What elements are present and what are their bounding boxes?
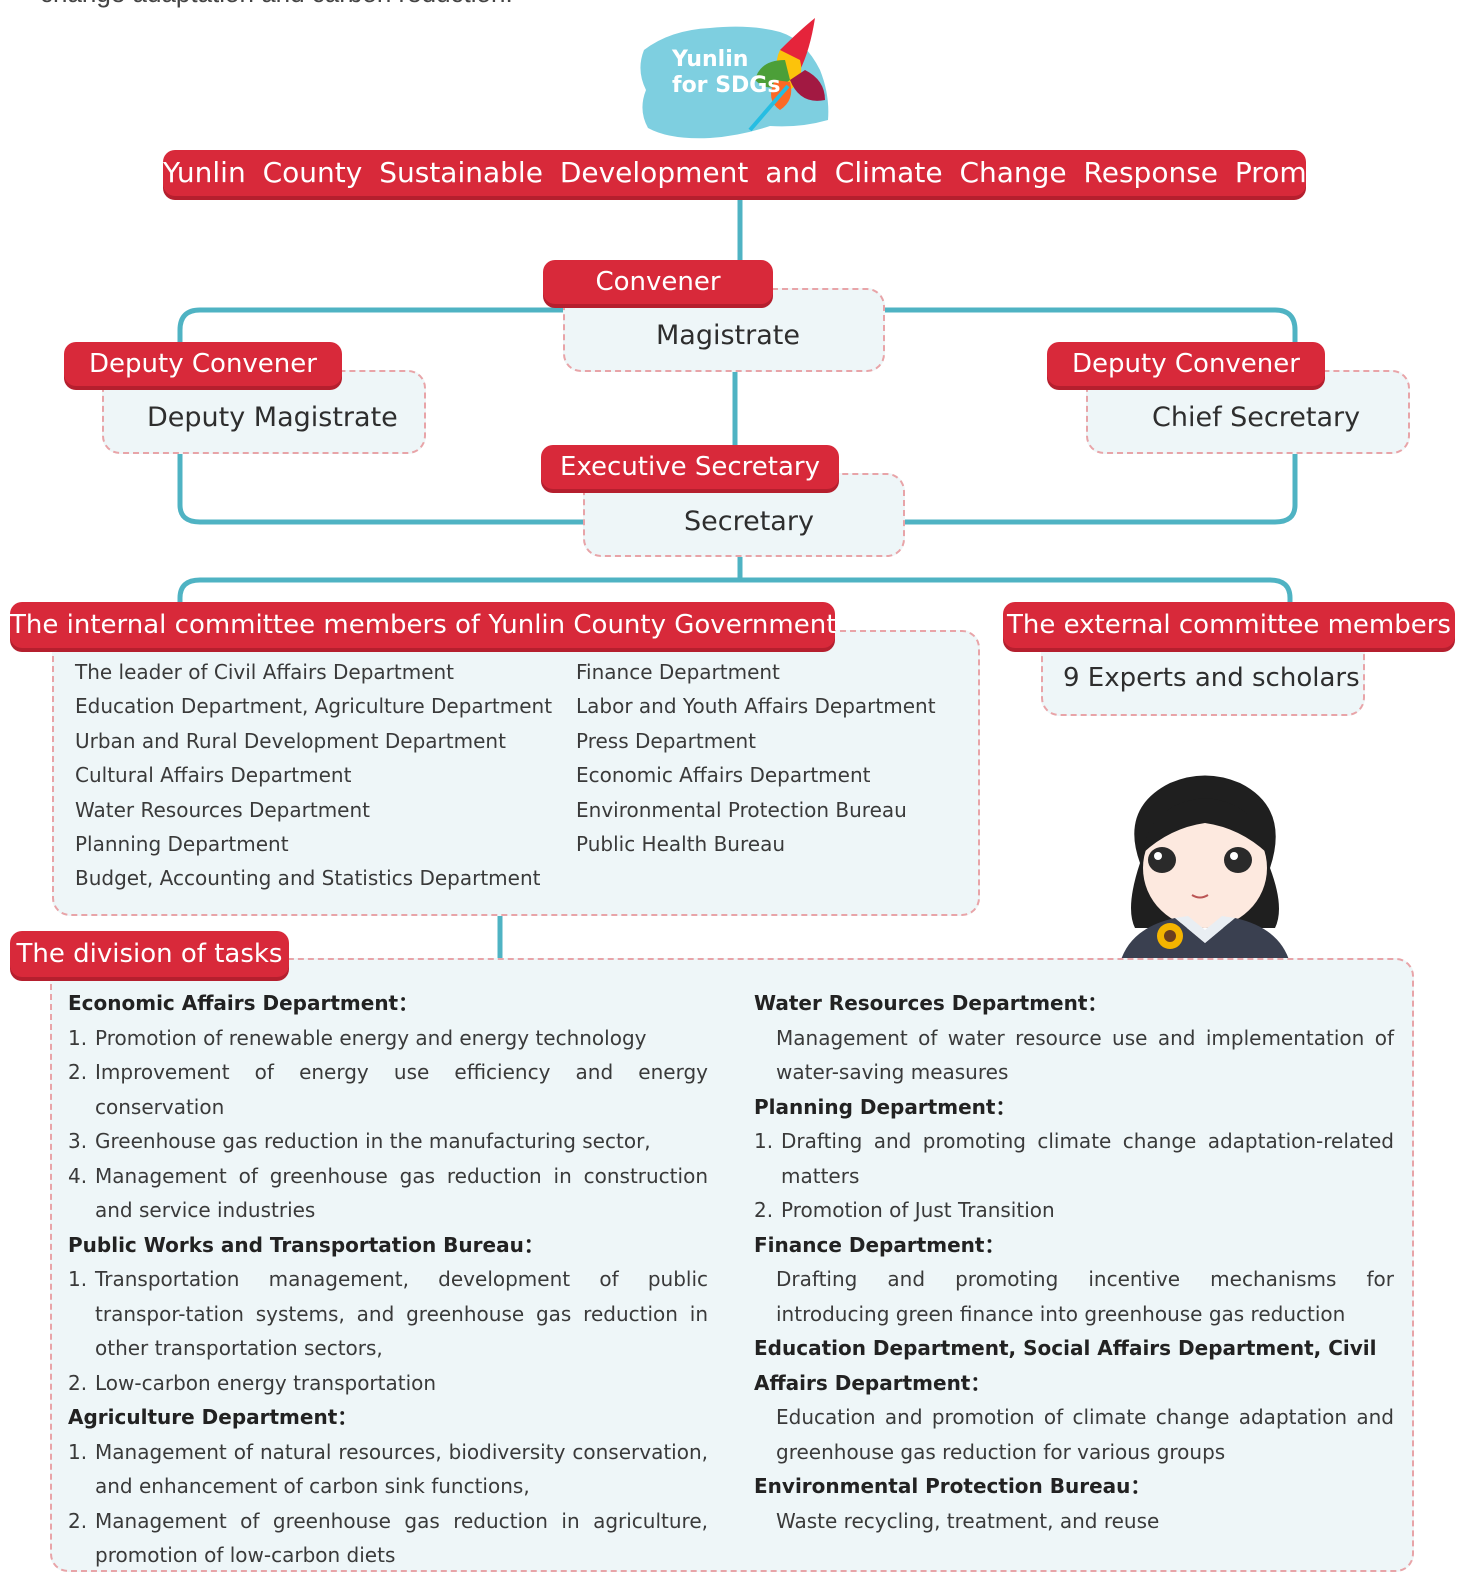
task-number: 2. xyxy=(754,1198,774,1222)
tasks-right-column: Water Resources Department： Management o… xyxy=(754,986,1394,1538)
internal-member: Education Department, Agriculture Depart… xyxy=(75,694,553,719)
plan-heading: Planning Department： xyxy=(754,1094,1016,1119)
agri-heading: Agriculture Department： xyxy=(68,1405,358,1429)
task-number: 3. xyxy=(68,1129,88,1153)
internal-member: Economic Affairs Department xyxy=(576,763,871,788)
intro-text: change adaptation and carbon reduction. xyxy=(40,0,513,9)
task-number: 1. xyxy=(68,1025,88,1050)
internal-member: Press Department xyxy=(576,728,757,753)
task-text: Greenhouse gas reduction in the manufact… xyxy=(95,1129,651,1153)
water-text: Management of water resource use and imp… xyxy=(776,1025,1394,1085)
internal-member: Cultural Affairs Department xyxy=(75,763,352,788)
task-item: 1. Promotion of renewable energy and ener… xyxy=(68,1021,708,1056)
yunlin-sdgs-logo: Yunlin for SDGs xyxy=(640,18,829,139)
internal-member: Labor and Youth Affairs Department xyxy=(576,694,936,719)
external-members-title: The external committee members xyxy=(1003,602,1455,648)
internal-member: Budget, Accounting and Statistics Depart… xyxy=(75,866,541,891)
task-number: 1. xyxy=(754,1129,774,1153)
internal-member: Water Resources Department xyxy=(75,797,370,822)
task-item: 4. Management of greenhouse gas reduction… xyxy=(68,1159,708,1228)
water-heading: Water Resources Department： xyxy=(754,991,1108,1015)
committee-title: Yunlin County Sustainable Development an… xyxy=(163,150,1377,196)
tasks-box xyxy=(50,958,1414,1572)
task-text: Low-carbon energy transportation xyxy=(95,1370,437,1395)
task-item: 2. Management of greenhouse gas reduction… xyxy=(68,1504,708,1573)
task-number: 2. xyxy=(68,1370,88,1395)
task-number: 2. xyxy=(68,1060,88,1084)
convener-person: Magistrate xyxy=(656,320,800,351)
internal-member: Environmental Protection Bureau xyxy=(576,797,907,822)
deputy-right-person: Chief Secretary xyxy=(1152,402,1361,433)
deputy-left-person: Deputy Magistrate xyxy=(147,402,398,433)
task-item: 1. Management of natural resources, biodi… xyxy=(68,1435,708,1504)
mascot-illustration xyxy=(1120,775,1290,963)
fin-text: Drafting and promoting incentive mechani… xyxy=(776,1267,1394,1326)
task-number: 1. xyxy=(68,1267,88,1291)
tasks-title: The division of tasks xyxy=(10,931,289,977)
internal-member: Planning Department xyxy=(75,832,289,856)
executive-label: Executive Secretary xyxy=(541,445,839,489)
task-text: Improvement of energy use efficiency and… xyxy=(95,1060,708,1119)
task-text: Transportation management, development o… xyxy=(95,1267,708,1360)
internal-members-box xyxy=(52,630,980,916)
task-text: Management of greenhouse gas reduction i… xyxy=(95,1163,708,1223)
task-text: Promotion of Just Transition xyxy=(781,1198,1055,1222)
internal-members-title: The internal committee members of Yunlin… xyxy=(10,602,836,648)
deputy-right-label: Deputy Convener xyxy=(1047,342,1325,386)
executive-person: Secretary xyxy=(684,506,814,537)
econ-heading: Economic Affairs Department： xyxy=(68,991,419,1015)
task-item: 2. Promotion of Just Transition xyxy=(754,1193,1394,1228)
internal-member: The leader of Civil Affairs Department xyxy=(75,660,455,684)
tasks-left-column: Economic Affairs Department： 1. Promotion… xyxy=(68,986,708,1573)
convener-label: Convener xyxy=(543,260,773,304)
env-heading: Environmental Protection Bureau： xyxy=(754,1474,1151,1498)
task-number: 2. xyxy=(68,1508,88,1533)
task-text: Management of natural resources, biodive… xyxy=(95,1439,708,1499)
edu-text: Education and promotion of climate chang… xyxy=(776,1405,1394,1464)
internal-member: Public Health Bureau xyxy=(576,832,785,856)
task-item: 2. Low-carbon energy transportation xyxy=(68,1366,708,1401)
logo-text-line1: Yunlin xyxy=(671,47,748,72)
internal-member: Urban and Rural Development Department xyxy=(75,728,506,753)
internal-member: Finance Department xyxy=(576,660,780,684)
task-item: 3. Greenhouse gas reduction in the manufa… xyxy=(68,1124,708,1159)
task-text: Drafting and promoting climate change ad… xyxy=(781,1129,1394,1188)
fin-heading: Finance Department： xyxy=(754,1232,1005,1257)
env-text: Waste recycling, treatment, and reuse xyxy=(776,1508,1160,1533)
task-item: 1. Transportation management, development… xyxy=(68,1262,708,1366)
task-item: 1. Drafting and promoting climate change … xyxy=(754,1124,1394,1193)
task-text: Management of greenhouse gas reduction i… xyxy=(95,1508,708,1568)
sdg-flower-icon xyxy=(748,18,825,132)
task-item: 2. Improvement of energy use efficiency a… xyxy=(68,1055,708,1124)
edu-heading: Education Department, Social Affairs Dep… xyxy=(754,1336,1377,1395)
external-members-text: 9 Experts and scholars xyxy=(1063,663,1360,693)
logo-text-line2: for SDGs xyxy=(672,73,780,98)
deputy-left-label: Deputy Convener xyxy=(64,342,342,386)
task-number: 4. xyxy=(68,1163,88,1188)
pw-heading: Public Works and Transportation Bureau： xyxy=(68,1232,544,1257)
task-number: 1. xyxy=(68,1439,88,1464)
sunflower-icon xyxy=(1157,923,1183,949)
task-text: Promotion of renewable energy and energy… xyxy=(95,1025,647,1050)
